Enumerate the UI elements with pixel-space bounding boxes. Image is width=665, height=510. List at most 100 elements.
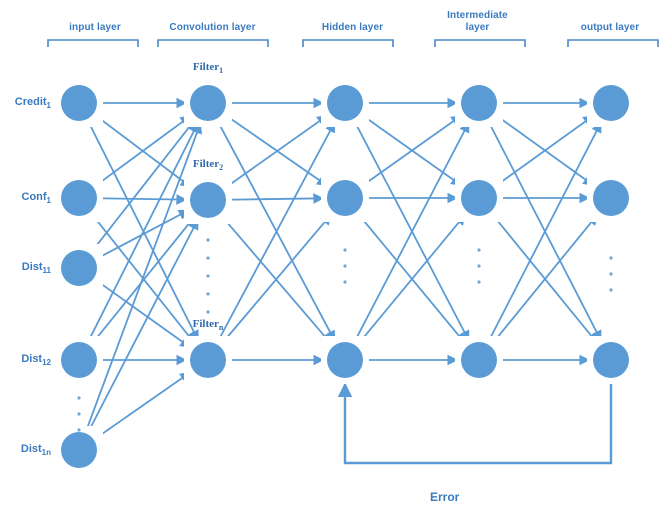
connection-edge [92,113,192,188]
error-feedback-path [337,378,613,465]
layer-caption-1: Convolution layer [169,22,256,33]
filter-label-2: Filtern [163,318,253,332]
neuron-node[interactable] [61,432,97,468]
ellipsis-dot [77,428,81,432]
layer-bracket [47,39,139,47]
ellipsis-dot [206,274,210,278]
ellipsis-dots-group [77,238,613,432]
connection-edge [355,211,466,344]
ellipsis-dot [609,256,613,260]
ellipsis-dot [343,280,347,284]
connection-edge [89,119,196,255]
layer-caption-0: input layer [69,22,121,33]
connection-edge [215,118,336,342]
ellipsis-dot [477,248,481,252]
layer-bracket [434,39,526,47]
filter-label-subscript: 1 [219,66,224,76]
layer-bracket [302,39,394,47]
layer-caption-2: Hidden layer [321,22,384,33]
neuron-node[interactable] [190,85,226,121]
neuron-node[interactable] [61,342,97,378]
ellipsis-dot [206,238,210,242]
neuron-node[interactable] [327,342,363,378]
connection-edge [215,121,336,345]
connection-edge [355,214,466,347]
filter-label-subscript: n [218,323,224,333]
input-label-subscript: 1n [41,448,51,458]
neuron-node[interactable] [461,342,497,378]
ellipsis-dot [206,292,210,296]
input-node-label-0: Credit1 [0,96,51,110]
connection-edge [96,194,188,205]
nodes-group [55,79,635,474]
connection-edge [86,218,199,435]
neuron-node[interactable] [593,180,629,216]
ellipsis-dot [77,396,81,400]
ellipsis-dot [477,264,481,268]
connection-edge [359,114,462,189]
input-node-label-4: Dist1n [0,443,51,457]
neuron-node[interactable] [461,180,497,216]
ellipsis-dot [609,272,613,276]
connection-edge [93,277,191,348]
ellipsis-dot [343,248,347,252]
connection-edge [86,121,199,345]
connection-edge [352,118,470,342]
layer-brackets [47,39,659,47]
connection-edge [219,213,332,345]
connection-edge [486,118,602,342]
neuron-node[interactable] [190,342,226,378]
filter-label-text: Filter [192,61,220,73]
neuron-node[interactable] [190,182,226,218]
error-feedback-line [337,378,613,465]
input-label-subscript: 12 [42,358,51,368]
neuron-node[interactable] [61,250,97,286]
neuron-node[interactable] [327,85,363,121]
neuron-node[interactable] [61,180,97,216]
input-node-label-3: Dist12 [0,353,51,367]
connection-edge [93,371,191,441]
connection-edge [489,211,598,344]
input-label-text: Dist [21,353,43,365]
connection-edge [222,112,328,187]
connection-edge [218,213,332,347]
input-node-label-2: Dist11 [0,261,51,275]
filter-label-0: Filter1 [163,61,253,75]
input-label-text: Dist [20,443,42,455]
layer-bracket [567,39,659,47]
filter-label-text: Filter [192,318,219,330]
input-label-text: Credit [14,96,47,108]
input-label-subscript: 1 [46,101,51,111]
ellipsis-dot [206,256,210,260]
edges-group [84,97,602,441]
filter-label-text: Filter [192,158,220,170]
ellipsis-dot [477,280,481,284]
ellipsis-dot [206,310,210,314]
neuron-node[interactable] [461,85,497,121]
input-label-text: Conf [21,191,47,203]
layer-caption-3: Intermediate layer [447,10,508,33]
error-label: Error [430,490,460,504]
layer-bracket [157,39,269,47]
layer-caption-4: output layer [580,22,640,33]
ellipsis-dot [343,264,347,268]
ellipsis-dot [609,288,613,292]
neuron-node[interactable] [593,85,629,121]
connection-edge [222,114,328,191]
input-node-label-1: Conf1 [0,191,52,206]
input-label-text: Dist [21,261,43,273]
connection-edge [493,112,595,186]
neuron-node[interactable] [593,342,629,378]
connection-edge [486,121,602,345]
connection-edge [225,193,325,204]
connection-edge [86,118,199,342]
neuron-node[interactable] [61,85,97,121]
filter-label-1: Filter2 [163,158,253,172]
connection-edge [359,112,462,187]
input-label-subscript: 11 [42,266,51,276]
neuron-node[interactable] [327,180,363,216]
connection-edge [493,115,595,189]
input-label-subscript: 1 [46,196,51,206]
